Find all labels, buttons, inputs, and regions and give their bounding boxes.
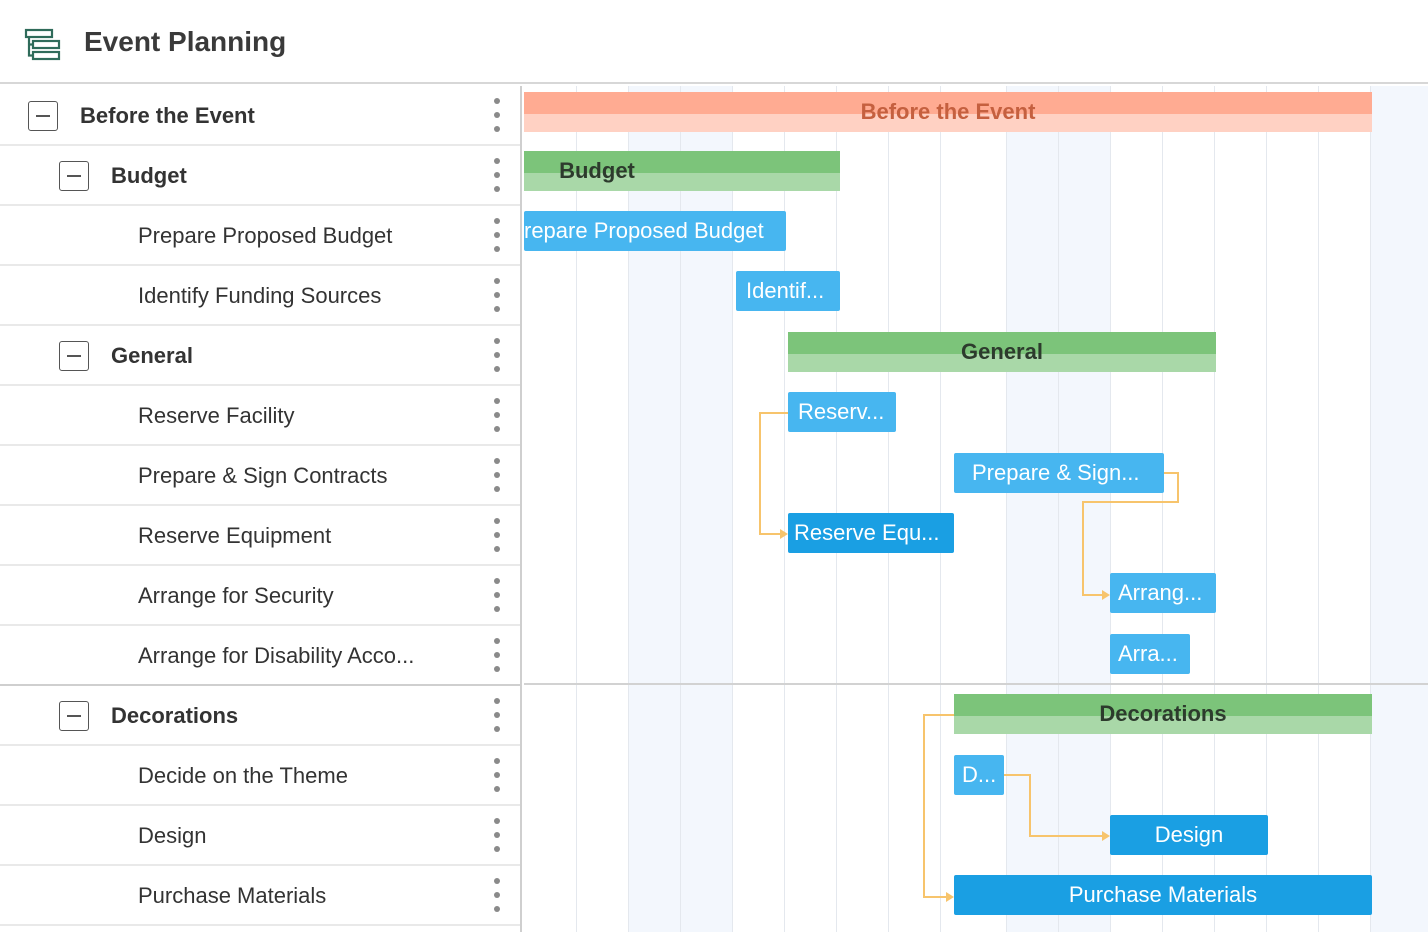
grid-column bbox=[940, 86, 992, 932]
task-row-label: Reserve Equipment bbox=[138, 523, 332, 548]
task-row-budget[interactable]: Budget bbox=[0, 146, 520, 206]
grid-column bbox=[1006, 86, 1058, 932]
task-row-reserve-equipment[interactable]: Reserve Equipment bbox=[0, 506, 520, 566]
more-options-icon[interactable] bbox=[490, 218, 504, 254]
task-row-label: Identify Funding Sources bbox=[138, 283, 382, 308]
gantt-bar-decide-on-the-theme[interactable]: D... bbox=[954, 755, 1004, 795]
bar-label: Arrang... bbox=[1118, 580, 1203, 605]
more-options-icon[interactable] bbox=[490, 458, 504, 494]
task-row-label: Arrange for Security bbox=[138, 583, 334, 608]
task-row-arrange-for-disability[interactable]: Arrange for Disability Acco... bbox=[0, 626, 520, 686]
grid-column bbox=[1266, 86, 1318, 932]
task-row-design[interactable]: Design bbox=[0, 806, 520, 866]
gantt-bar-arrange-for-disability[interactable]: Arra... bbox=[1110, 634, 1190, 674]
gantt-bar-before-the-event[interactable]: Before the Event bbox=[524, 92, 1372, 132]
task-row-arrange-for-security[interactable]: Arrange for Security bbox=[0, 566, 520, 626]
gantt-bar-prepare-proposed-budget[interactable]: repare Proposed Budget bbox=[524, 211, 786, 251]
grid-column bbox=[732, 86, 784, 932]
task-row-label: Arrange for Disability Acco... bbox=[138, 643, 415, 668]
more-options-icon[interactable] bbox=[490, 398, 504, 434]
gantt-bar-reserve-facility[interactable]: Reserv... bbox=[788, 392, 896, 432]
bar-label: repare Proposed Budget bbox=[524, 218, 764, 243]
task-row-decorations[interactable]: Decorations bbox=[0, 686, 520, 746]
gantt-tree-icon bbox=[24, 28, 61, 61]
gantt-bar-arrange-for-security[interactable]: Arrang... bbox=[1110, 573, 1216, 613]
collapse-icon[interactable] bbox=[59, 161, 89, 191]
task-row-label: Reserve Facility bbox=[138, 403, 295, 428]
more-options-icon[interactable] bbox=[490, 578, 504, 614]
grid-column bbox=[1214, 86, 1266, 932]
gantt-chart-area[interactable]: Before the Event Budget repare Proposed … bbox=[524, 86, 1428, 932]
task-row-prepare-sign-contracts[interactable]: Prepare & Sign Contracts bbox=[0, 446, 520, 506]
gantt-bar-budget[interactable]: Budget bbox=[524, 151, 840, 191]
gantt-bar-prepare-sign-contracts[interactable]: Prepare & Sign... bbox=[954, 453, 1164, 493]
gantt-bar-reserve-equipment[interactable]: Reserve Equ... bbox=[788, 513, 954, 553]
grid-column bbox=[1110, 86, 1162, 932]
bar-label: Purchase Materials bbox=[1068, 882, 1258, 907]
task-row-before-the-event[interactable]: Before the Event bbox=[0, 86, 520, 146]
grid-column bbox=[1318, 86, 1370, 932]
task-row-decide-on-the-theme[interactable]: Decide on the Theme bbox=[0, 746, 520, 806]
task-row-label: Decide on the Theme bbox=[138, 763, 348, 788]
grid-column bbox=[1162, 86, 1214, 932]
gantt-bar-purchase-materials[interactable]: Purchase Materials bbox=[954, 875, 1372, 915]
task-row-label: Before the Event bbox=[80, 103, 255, 128]
task-row-label: Prepare & Sign Contracts bbox=[138, 463, 388, 488]
more-options-icon[interactable] bbox=[490, 758, 504, 794]
more-options-icon[interactable] bbox=[490, 818, 504, 854]
task-row-label: Decorations bbox=[111, 703, 239, 728]
more-options-icon[interactable] bbox=[490, 158, 504, 194]
app-header: Event Planning bbox=[0, 0, 1428, 84]
gantt-bar-decorations[interactable]: Decorations bbox=[954, 694, 1372, 734]
collapse-icon[interactable] bbox=[59, 701, 89, 731]
task-row-label: General bbox=[111, 343, 193, 368]
bar-label: Arra... bbox=[1118, 641, 1178, 666]
task-row-label: Budget bbox=[111, 163, 187, 188]
task-row-prepare-proposed-budget[interactable]: Prepare Proposed Budget bbox=[0, 206, 520, 266]
task-row-reserve-facility[interactable]: Reserve Facility bbox=[0, 386, 520, 446]
grid-column bbox=[1370, 86, 1428, 932]
bar-label: Identif... bbox=[746, 278, 825, 303]
task-row-label: Design bbox=[138, 823, 207, 848]
bar-label: Budget bbox=[559, 158, 635, 183]
more-options-icon[interactable] bbox=[490, 698, 504, 734]
bar-label: Design bbox=[1154, 822, 1224, 847]
task-list-panel: Before the Event Budget Prepare Proposed… bbox=[0, 86, 522, 932]
dependency-links bbox=[759, 412, 1179, 902]
section-divider bbox=[524, 683, 1428, 685]
gantt-bar-general[interactable]: General bbox=[788, 332, 1216, 372]
more-options-icon[interactable] bbox=[490, 878, 504, 914]
bar-label: D... bbox=[962, 762, 997, 787]
grid-column bbox=[576, 86, 628, 932]
collapse-icon[interactable] bbox=[28, 101, 58, 131]
bar-label: Decorations bbox=[1099, 701, 1227, 726]
bar-label: Reserv... bbox=[798, 399, 885, 424]
more-options-icon[interactable] bbox=[490, 518, 504, 554]
page-title: Event Planning bbox=[84, 26, 287, 57]
grid-column bbox=[888, 86, 940, 932]
task-row-identify-funding-sources[interactable]: Identify Funding Sources bbox=[0, 266, 520, 326]
task-row-label: Purchase Materials bbox=[138, 883, 327, 908]
task-row-label: Prepare Proposed Budget bbox=[138, 223, 393, 248]
gantt-bar-design[interactable]: Design bbox=[1110, 815, 1268, 855]
bar-label: Reserve Equ... bbox=[794, 520, 940, 545]
bar-label: General bbox=[961, 339, 1043, 364]
task-row-purchase-materials[interactable]: Purchase Materials bbox=[0, 866, 520, 926]
more-options-icon[interactable] bbox=[490, 338, 504, 374]
more-options-icon[interactable] bbox=[490, 638, 504, 674]
grid-column bbox=[836, 86, 888, 932]
bar-label: Before the Event bbox=[860, 99, 1036, 124]
grid-column bbox=[784, 86, 836, 932]
task-row-general[interactable]: General bbox=[0, 326, 520, 386]
more-options-icon[interactable] bbox=[490, 98, 504, 134]
gantt-bar-identify-funding-sources[interactable]: Identif... bbox=[736, 271, 840, 311]
bar-label: Prepare & Sign... bbox=[972, 460, 1140, 485]
collapse-icon[interactable] bbox=[59, 341, 89, 371]
more-options-icon[interactable] bbox=[490, 278, 504, 314]
